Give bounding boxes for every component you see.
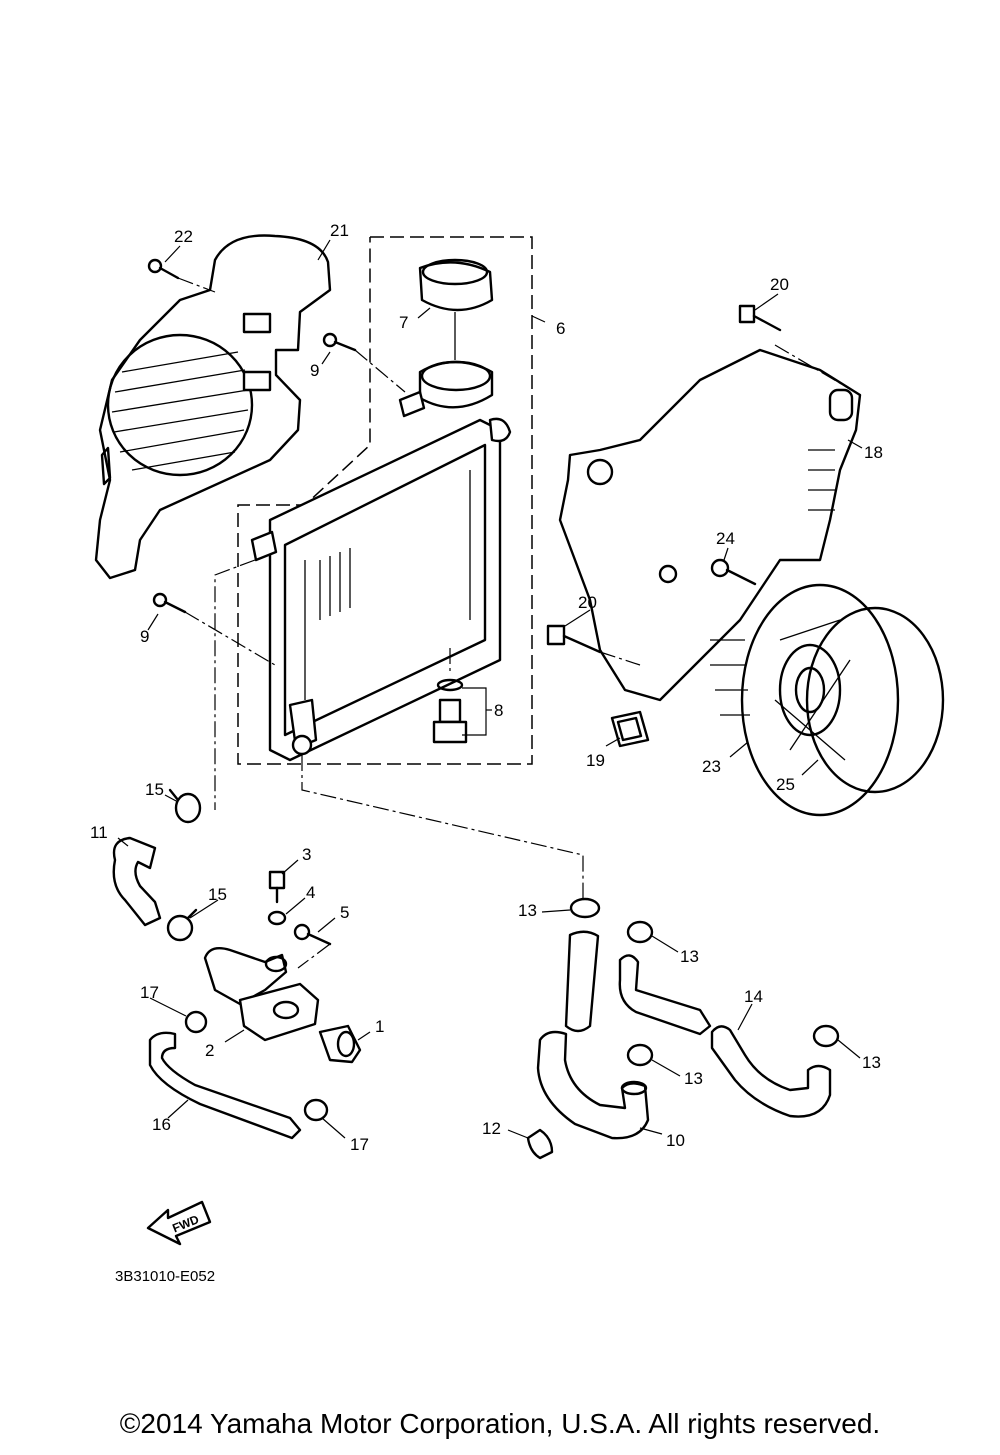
crankcase-cover bbox=[558, 344, 862, 702]
forward-direction-arrow: FWD bbox=[146, 1200, 212, 1246]
leader-lines bbox=[117, 239, 863, 1139]
callout-15-middle: 15 bbox=[208, 885, 227, 904]
cooling-fan bbox=[710, 583, 900, 817]
callout-13-a: 13 bbox=[518, 901, 537, 920]
radiator-fins bbox=[319, 548, 351, 620]
callout-1: 1 bbox=[375, 1017, 384, 1036]
callout-8: 8 bbox=[494, 701, 503, 720]
radiator bbox=[250, 360, 512, 762]
callout-2: 2 bbox=[205, 1041, 214, 1060]
cover-bolt-lower bbox=[546, 624, 641, 666]
callout-9-lower: 9 bbox=[140, 627, 149, 646]
callout-labels: 21 22 7 6 9 9 20 18 24 20 8 19 23 25 15 … bbox=[90, 221, 883, 1154]
rubber-damper bbox=[610, 710, 650, 748]
cover-bolt-upper bbox=[738, 304, 782, 332]
radiator-screw-upper bbox=[322, 332, 406, 393]
callout-18: 18 bbox=[864, 443, 883, 462]
thermostat-housing bbox=[203, 947, 320, 1042]
hose-clamp-17-lower bbox=[303, 1098, 329, 1122]
callout-7: 7 bbox=[399, 313, 408, 332]
drain-bolt bbox=[432, 648, 492, 744]
hose-clamp-upper bbox=[168, 788, 202, 824]
callout-17-lower: 17 bbox=[350, 1135, 369, 1154]
hose-clamp-13-d bbox=[812, 1024, 840, 1048]
callout-22: 22 bbox=[174, 227, 193, 246]
callout-14: 14 bbox=[744, 987, 763, 1006]
housing-bolt bbox=[293, 923, 332, 969]
radiator-cover bbox=[94, 234, 332, 580]
callout-23: 23 bbox=[702, 757, 721, 776]
callout-19: 19 bbox=[586, 751, 605, 770]
callout-21: 21 bbox=[330, 221, 349, 240]
drawing-code: 3B31010-E052 bbox=[115, 1268, 215, 1285]
radiator-hose-lower bbox=[536, 930, 650, 1140]
hose-clamp-13-a bbox=[569, 897, 601, 919]
hose-clamp-middle bbox=[166, 908, 198, 942]
hose-clamp-17-upper bbox=[184, 1010, 208, 1034]
callout-4: 4 bbox=[306, 883, 315, 902]
radiator-screw-lower bbox=[152, 592, 276, 666]
callout-13-b: 13 bbox=[680, 947, 699, 966]
radiator-assembly-group-outline bbox=[237, 236, 533, 765]
fan-bolt bbox=[710, 558, 757, 586]
callout-5: 5 bbox=[340, 903, 349, 922]
callout-9-upper: 9 bbox=[310, 361, 319, 380]
cover-screw bbox=[147, 258, 216, 293]
bypass-hose bbox=[148, 1031, 302, 1140]
thermostat-bolt bbox=[268, 870, 286, 904]
callout-3: 3 bbox=[302, 845, 311, 864]
thermostat bbox=[318, 1024, 362, 1064]
washer bbox=[267, 910, 287, 926]
callout-11: 11 bbox=[90, 823, 108, 842]
callout-13-c: 13 bbox=[684, 1069, 703, 1088]
radiator-cap bbox=[418, 258, 494, 360]
hose-clamp-13-c bbox=[626, 1043, 654, 1067]
callout-20-lower: 20 bbox=[578, 593, 597, 612]
callout-13-d: 13 bbox=[862, 1053, 881, 1072]
water-pump-hose bbox=[618, 954, 832, 1118]
fan-o-ring bbox=[805, 606, 945, 794]
radiator-hose-upper bbox=[112, 836, 162, 927]
callout-24: 24 bbox=[716, 529, 735, 548]
callout-20-upper: 20 bbox=[770, 275, 789, 294]
callout-16: 16 bbox=[152, 1115, 171, 1134]
copyright-notice: ©2014 Yamaha Motor Corporation, U.S.A. A… bbox=[119, 1408, 881, 1439]
hose-clip bbox=[526, 1128, 554, 1160]
callout-15-upper: 15 bbox=[145, 780, 164, 799]
callout-25: 25 bbox=[776, 775, 795, 794]
connection-lines bbox=[214, 559, 584, 900]
callout-10: 10 bbox=[666, 1131, 685, 1150]
callout-6: 6 bbox=[556, 319, 565, 338]
callout-17-upper: 17 bbox=[140, 983, 159, 1002]
hose-clamp-13-b bbox=[626, 920, 654, 944]
callout-12: 12 bbox=[482, 1119, 501, 1138]
